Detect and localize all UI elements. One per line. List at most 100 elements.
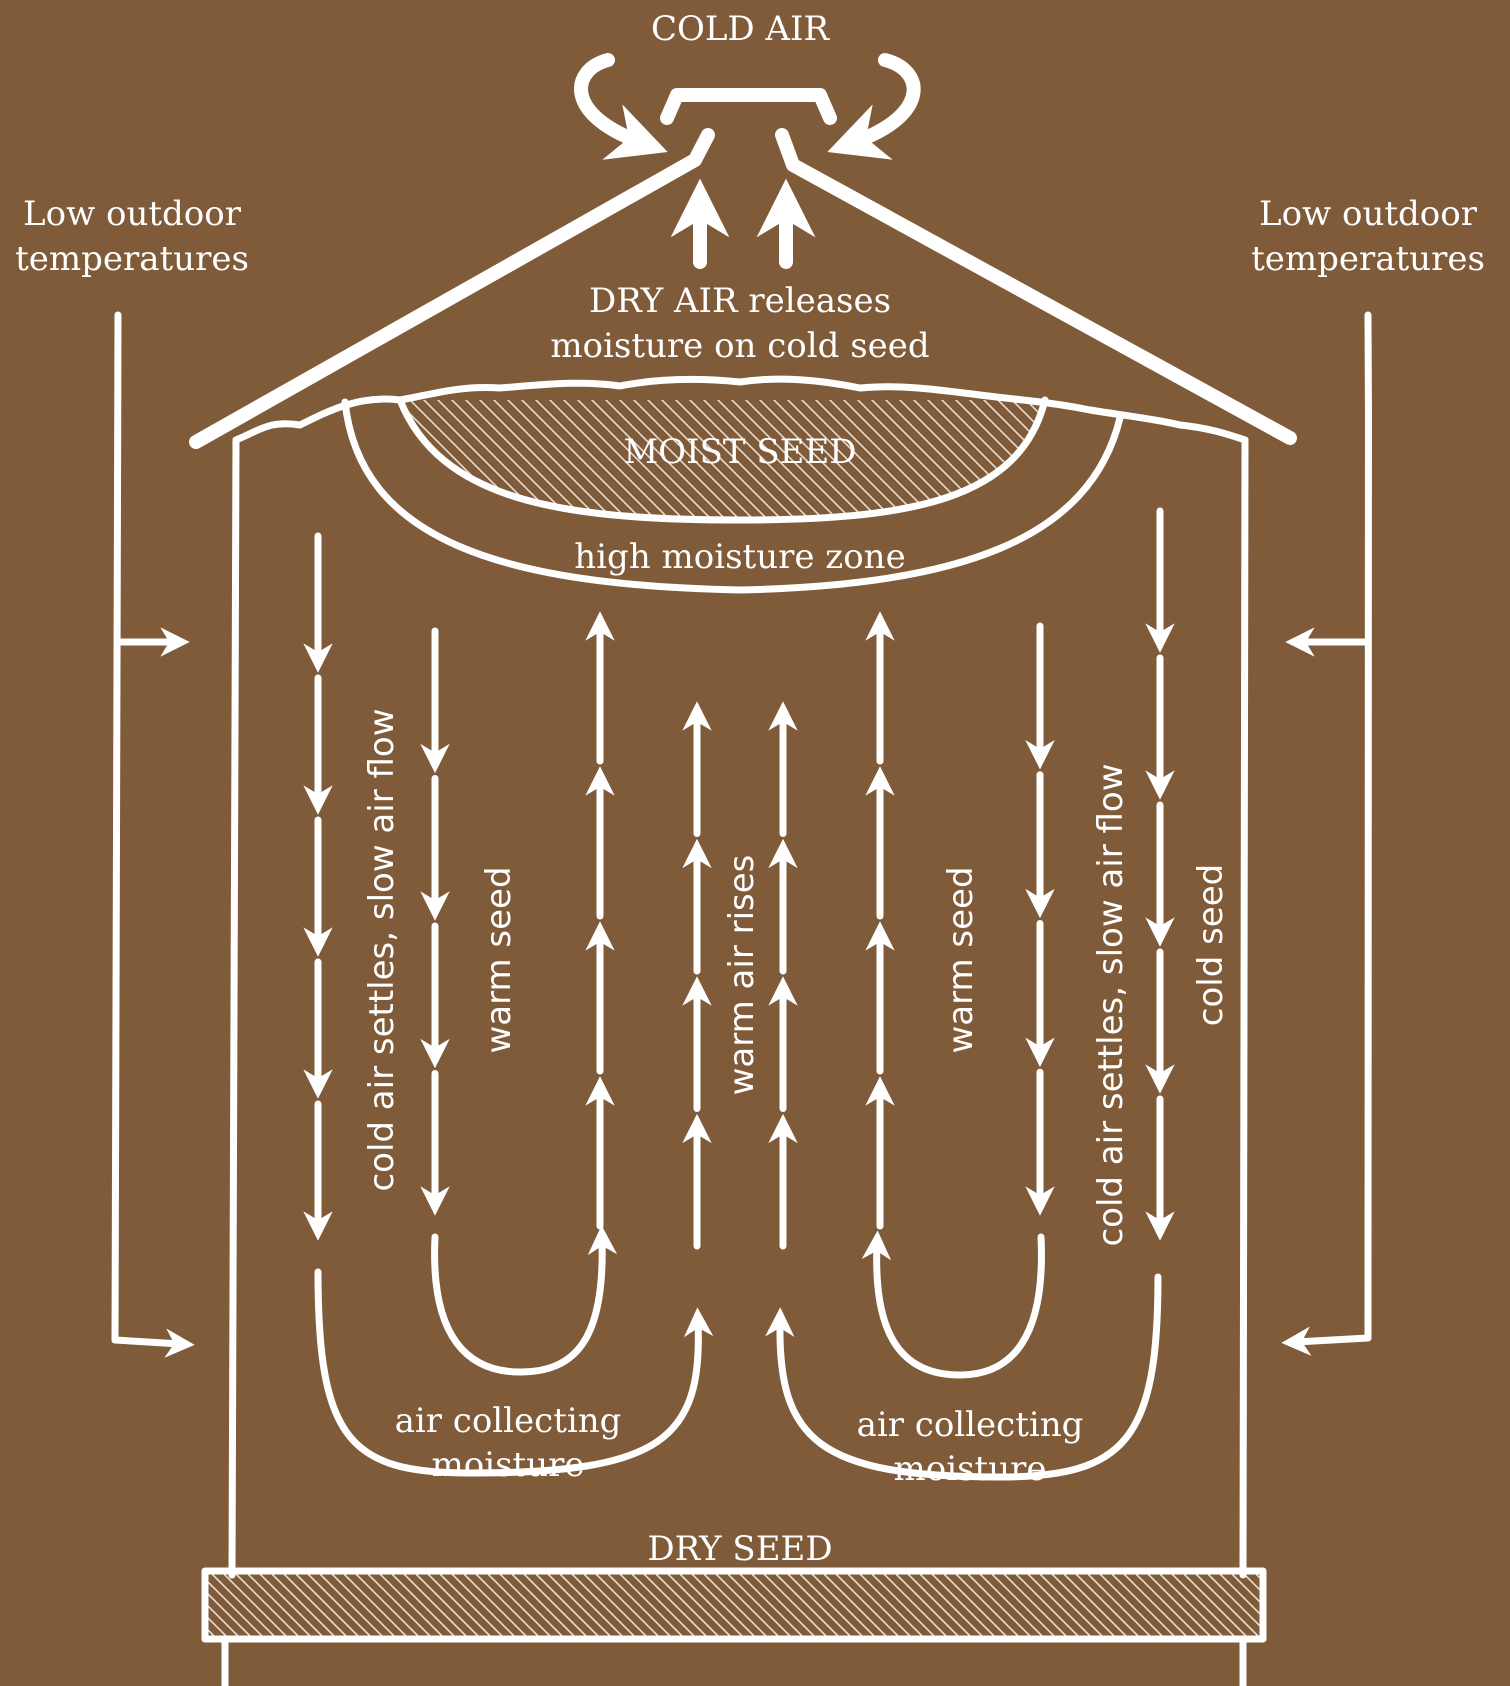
floor-hatch-line — [700, 1571, 770, 1639]
floor-hatch-line — [616, 1571, 686, 1639]
floor-hatch-line — [1072, 1571, 1142, 1639]
floor-hatch-line — [784, 1571, 854, 1639]
floor-hatch-line — [1096, 1571, 1166, 1639]
floor-hatch-line — [292, 1571, 362, 1639]
floor-hatch-line — [205, 1577, 266, 1639]
low-outdoor-right-line1: Low outdoor — [1259, 194, 1478, 234]
moist-seed-hatch-line — [763, 400, 900, 520]
floor-hatch-line — [772, 1571, 842, 1639]
floor-hatch-line — [916, 1571, 986, 1639]
moist-seed-hatch-line — [483, 400, 620, 520]
floor-hatch-line — [268, 1571, 338, 1639]
cold-seed-label: cold seed — [1191, 864, 1231, 1026]
moist-seed-hatch-line — [567, 400, 704, 520]
air-collecting-left-line2: moisture — [432, 1445, 585, 1485]
moist-seed-hatch-line — [987, 400, 1045, 520]
air-collecting-left-line1: air collecting — [395, 1401, 622, 1441]
floor-hatch-line — [1204, 1571, 1263, 1631]
floor-hatch-line — [484, 1571, 554, 1639]
floor-hatch-line — [1024, 1571, 1094, 1639]
moist-seed-hatch-line — [931, 400, 1045, 520]
warm-air-rises-label: warm air rises — [722, 855, 762, 1096]
moist-seed-hatch-line — [791, 400, 928, 520]
moist-seed-hatch-line — [917, 400, 1045, 520]
floor-hatch-line — [760, 1571, 830, 1639]
high-moisture-zone-label: high moisture zone — [574, 537, 905, 577]
moist-seed-hatch-line — [413, 400, 550, 520]
moist-seed-hatch-line — [400, 400, 536, 520]
floor-hatch-line — [220, 1571, 290, 1639]
low-outdoor-right-line2: temperatures — [1251, 239, 1485, 279]
floor-hatch-line — [1060, 1571, 1130, 1639]
floor-hatch-line — [712, 1571, 782, 1639]
floor-hatch-line — [364, 1571, 434, 1639]
floor-hatch-line — [1168, 1571, 1238, 1639]
moist-seed-hatch-line — [1015, 400, 1045, 520]
floor-hatch-line — [928, 1571, 998, 1639]
moist-seed-hatch-line — [665, 400, 802, 520]
floor-hatch-line — [940, 1571, 1010, 1639]
air-collecting-right-line1: air collecting — [857, 1405, 1084, 1445]
moist-seed-hatch-line — [441, 400, 578, 520]
floor-hatch-line — [1048, 1571, 1118, 1639]
floor-hatch-line — [412, 1571, 482, 1639]
floor-hatch-line — [1156, 1571, 1226, 1639]
floor-hatch-line — [652, 1571, 722, 1639]
moist-seed-hatch-line — [497, 400, 634, 520]
floor-hatch-line — [592, 1571, 662, 1639]
low-outdoor-left-line2: temperatures — [15, 239, 249, 279]
floor-hatch-line — [1180, 1571, 1250, 1639]
floor-hatch-line — [556, 1571, 626, 1639]
air-collecting-right-line2: moisture — [894, 1449, 1047, 1489]
dry-air-label-line1: DRY AIR releases — [589, 281, 891, 321]
cold-air-label: COLD AIR — [651, 9, 831, 49]
moist-seed-hatch-line — [511, 400, 648, 520]
moist-seed-hatch-line — [539, 400, 676, 520]
floor-hatch-line — [508, 1571, 578, 1639]
floor-hatch-line — [724, 1571, 794, 1639]
cold-air-settles-right-label: cold air settles, slow air flow — [1091, 763, 1131, 1246]
floor-hatch-line — [820, 1571, 890, 1639]
floor — [201, 1567, 1267, 1686]
grain-surface — [232, 375, 1249, 444]
moist-seed-hatch-line — [553, 400, 690, 520]
floor-hatch-line — [1120, 1571, 1190, 1639]
floor-hatch-line — [256, 1571, 326, 1639]
floor-hatch-line — [1144, 1571, 1214, 1639]
floor-hatch-line — [208, 1571, 278, 1639]
floor-hatch-line — [832, 1571, 902, 1639]
floor-hatch-line — [436, 1571, 506, 1639]
moist-seed-hatch-line — [400, 400, 438, 520]
moist-seed-hatch-line — [637, 400, 774, 520]
floor-hatch-line — [796, 1571, 866, 1639]
dry-air-label-line2: moisture on cold seed — [550, 326, 929, 366]
floor-hatch-line — [1000, 1571, 1070, 1639]
floor-hatch-line — [448, 1571, 518, 1639]
floor-hatch-line — [1228, 1571, 1263, 1607]
floor-hatch-line — [976, 1571, 1046, 1639]
floor-hatch-line — [340, 1571, 410, 1639]
floor-hatch-line — [964, 1571, 1034, 1639]
moist-seed-hatch-line — [609, 400, 746, 520]
floor-hatch-line — [880, 1571, 950, 1639]
floor-hatch-line — [460, 1571, 530, 1639]
moist-seed-label: MOIST SEED — [623, 432, 856, 472]
floor-hatch-line — [628, 1571, 698, 1639]
moist-seed-hatch-line — [595, 400, 732, 520]
moist-seed-hatch-line — [455, 400, 592, 520]
floor-hatch-line — [856, 1571, 926, 1639]
moist-seed-hatch-line — [721, 400, 858, 520]
floor-hatch-line — [388, 1571, 458, 1639]
dry-air-up-arrows — [670, 178, 816, 269]
floor-hatch-line — [808, 1571, 878, 1639]
floor-hatch-line — [532, 1571, 602, 1639]
floor-hatch-line — [1012, 1571, 1082, 1639]
moist-seed-hatch-line — [693, 400, 830, 520]
moist-seed-hatch-line — [805, 400, 942, 520]
cold-air-intake-arrows — [574, 53, 921, 160]
moist-seed-hatch-line — [735, 400, 872, 520]
floor-hatch-line — [280, 1571, 350, 1639]
floor-hatch-line — [232, 1571, 302, 1639]
floor-hatch-line — [676, 1571, 746, 1639]
